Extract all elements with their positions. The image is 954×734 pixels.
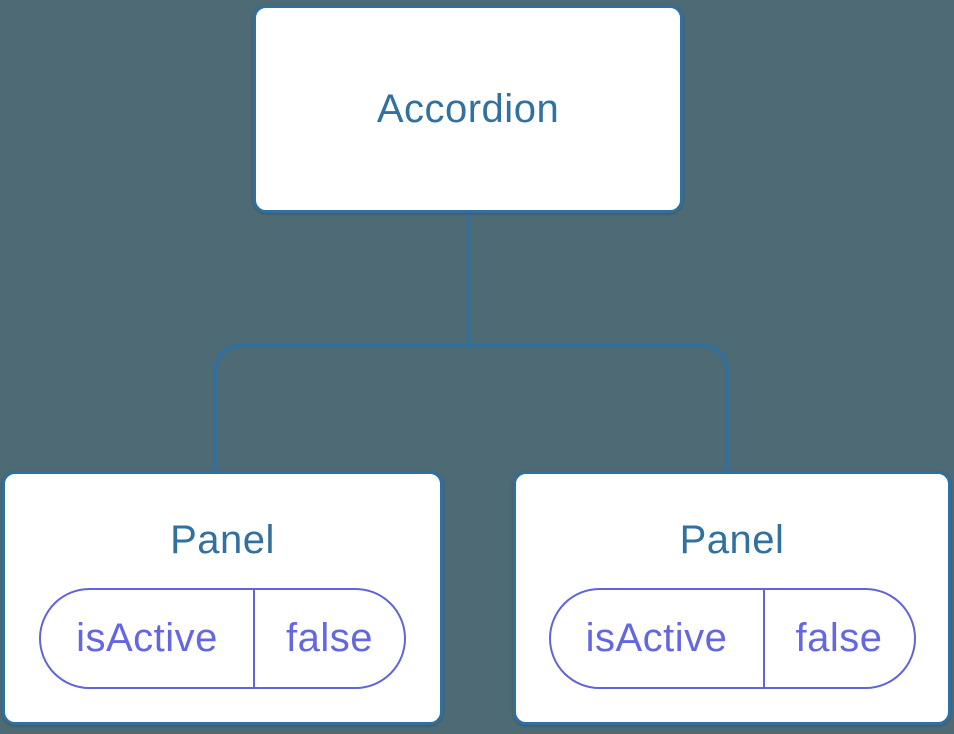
tree-node-panel-2: Panel isActive false [513,471,951,725]
node-label-panel-1: Panel [170,518,275,562]
state-value: false [253,590,404,687]
tree-node-accordion: Accordion [253,5,683,213]
node-label-accordion: Accordion [376,87,560,131]
state-key: isActive [76,616,218,660]
state-value: false [762,590,914,687]
tree-node-panel-1: Panel isActive false [2,471,443,725]
state-pill-panel-1: isActive false [39,588,406,689]
state-pill-panel-2: isActive false [548,588,916,689]
node-label-panel-2: Panel [679,518,785,562]
state-key: isActive [585,616,728,660]
connector-bracket [213,343,729,473]
